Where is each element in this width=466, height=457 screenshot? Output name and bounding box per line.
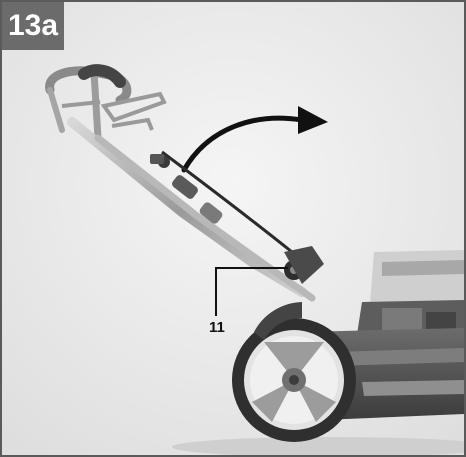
callout-leader xyxy=(215,267,288,316)
handle-tubes xyxy=(67,117,324,302)
rear-wheel xyxy=(232,318,356,442)
callout-number: 11 xyxy=(209,319,225,336)
figure-label: 13a xyxy=(2,2,64,50)
handle-bar xyxy=(45,64,167,142)
rotation-arrow xyxy=(181,106,328,173)
